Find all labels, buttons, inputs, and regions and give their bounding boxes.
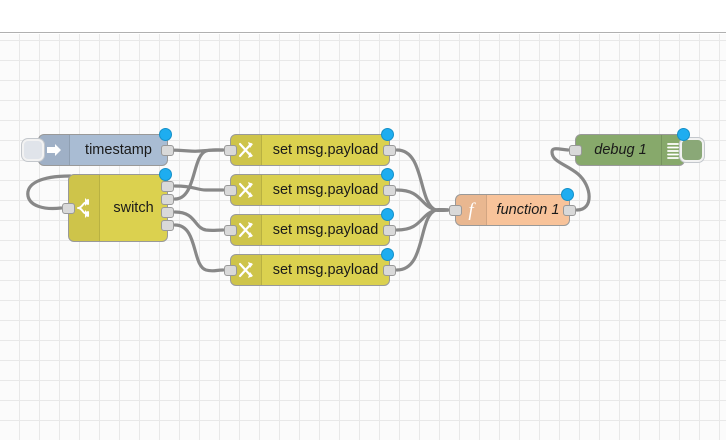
port-out-change-2[interactable] xyxy=(383,185,396,196)
port-in-debug-1[interactable] xyxy=(569,145,582,156)
node-label-change-3: set msg.payload xyxy=(272,222,379,238)
editor-header-bar xyxy=(0,0,726,33)
debug-toggle-button[interactable] xyxy=(680,138,704,162)
node-label-change-4: set msg.payload xyxy=(272,262,379,278)
port-in-function-1[interactable] xyxy=(449,205,462,216)
port-out-change-1[interactable] xyxy=(383,145,396,156)
flow-canvas[interactable]: timestamp switch xyxy=(0,34,726,440)
wire-change4-to-function xyxy=(395,207,450,272)
port-out-switch-0[interactable] xyxy=(161,181,174,192)
debug-lines-icon xyxy=(661,135,684,165)
port-out-switch-2[interactable] xyxy=(161,207,174,218)
node-label-change-1: set msg.payload xyxy=(272,142,379,158)
node-debug-1[interactable]: debug 1 xyxy=(569,128,704,166)
wire-switch2-to-change3 xyxy=(173,210,225,233)
status-dot-change-4 xyxy=(381,248,394,261)
node-inject-timestamp[interactable]: timestamp xyxy=(22,128,174,166)
status-dot-debug-1 xyxy=(677,128,690,141)
status-dot-change-1 xyxy=(381,128,394,141)
node-change-4[interactable]: set msg.payload xyxy=(224,248,396,286)
status-dot-function-1 xyxy=(561,188,574,201)
status-dot-change-3 xyxy=(381,208,394,221)
node-label-change-2: set msg.payload xyxy=(272,182,379,198)
node-label-function-1: function 1 xyxy=(496,202,560,218)
wire-switch0-to-change2 xyxy=(173,184,225,192)
port-out-function-1[interactable] xyxy=(563,205,576,216)
node-label-debug-1: debug 1 xyxy=(594,142,647,158)
wire-switch3-to-change4 xyxy=(173,223,225,273)
node-switch[interactable]: switch xyxy=(62,168,174,242)
status-dot-inject xyxy=(159,128,172,141)
port-out-switch-1[interactable] xyxy=(161,194,174,205)
wire-inject-to-change1 xyxy=(166,148,225,153)
port-in-change-4[interactable] xyxy=(224,265,237,276)
node-change-1[interactable]: set msg.payload xyxy=(224,128,396,166)
port-out-inject[interactable] xyxy=(161,145,174,156)
port-out-switch-3[interactable] xyxy=(161,220,174,231)
arrow-right-icon xyxy=(39,135,70,165)
port-in-switch[interactable] xyxy=(62,203,75,214)
wire-switch1-to-change1 xyxy=(173,148,225,201)
port-in-change-3[interactable] xyxy=(224,225,237,236)
svg-text:f: f xyxy=(468,200,476,220)
wire-change2-to-function xyxy=(395,188,450,213)
status-dot-switch xyxy=(159,168,172,181)
inject-trigger-button[interactable] xyxy=(22,139,44,161)
node-label-switch: switch xyxy=(113,200,154,216)
port-out-change-3[interactable] xyxy=(383,225,396,236)
node-label-inject: timestamp xyxy=(85,142,152,158)
node-change-3[interactable]: set msg.payload xyxy=(224,208,396,246)
status-dot-change-2 xyxy=(381,168,394,181)
wire-change1-to-function xyxy=(395,148,450,213)
node-change-2[interactable]: set msg.payload xyxy=(224,168,396,206)
wire-change3-to-function xyxy=(395,207,450,232)
node-function-1[interactable]: f function 1 xyxy=(449,188,576,226)
port-in-change-2[interactable] xyxy=(224,185,237,196)
port-in-change-1[interactable] xyxy=(224,145,237,156)
port-out-change-4[interactable] xyxy=(383,265,396,276)
